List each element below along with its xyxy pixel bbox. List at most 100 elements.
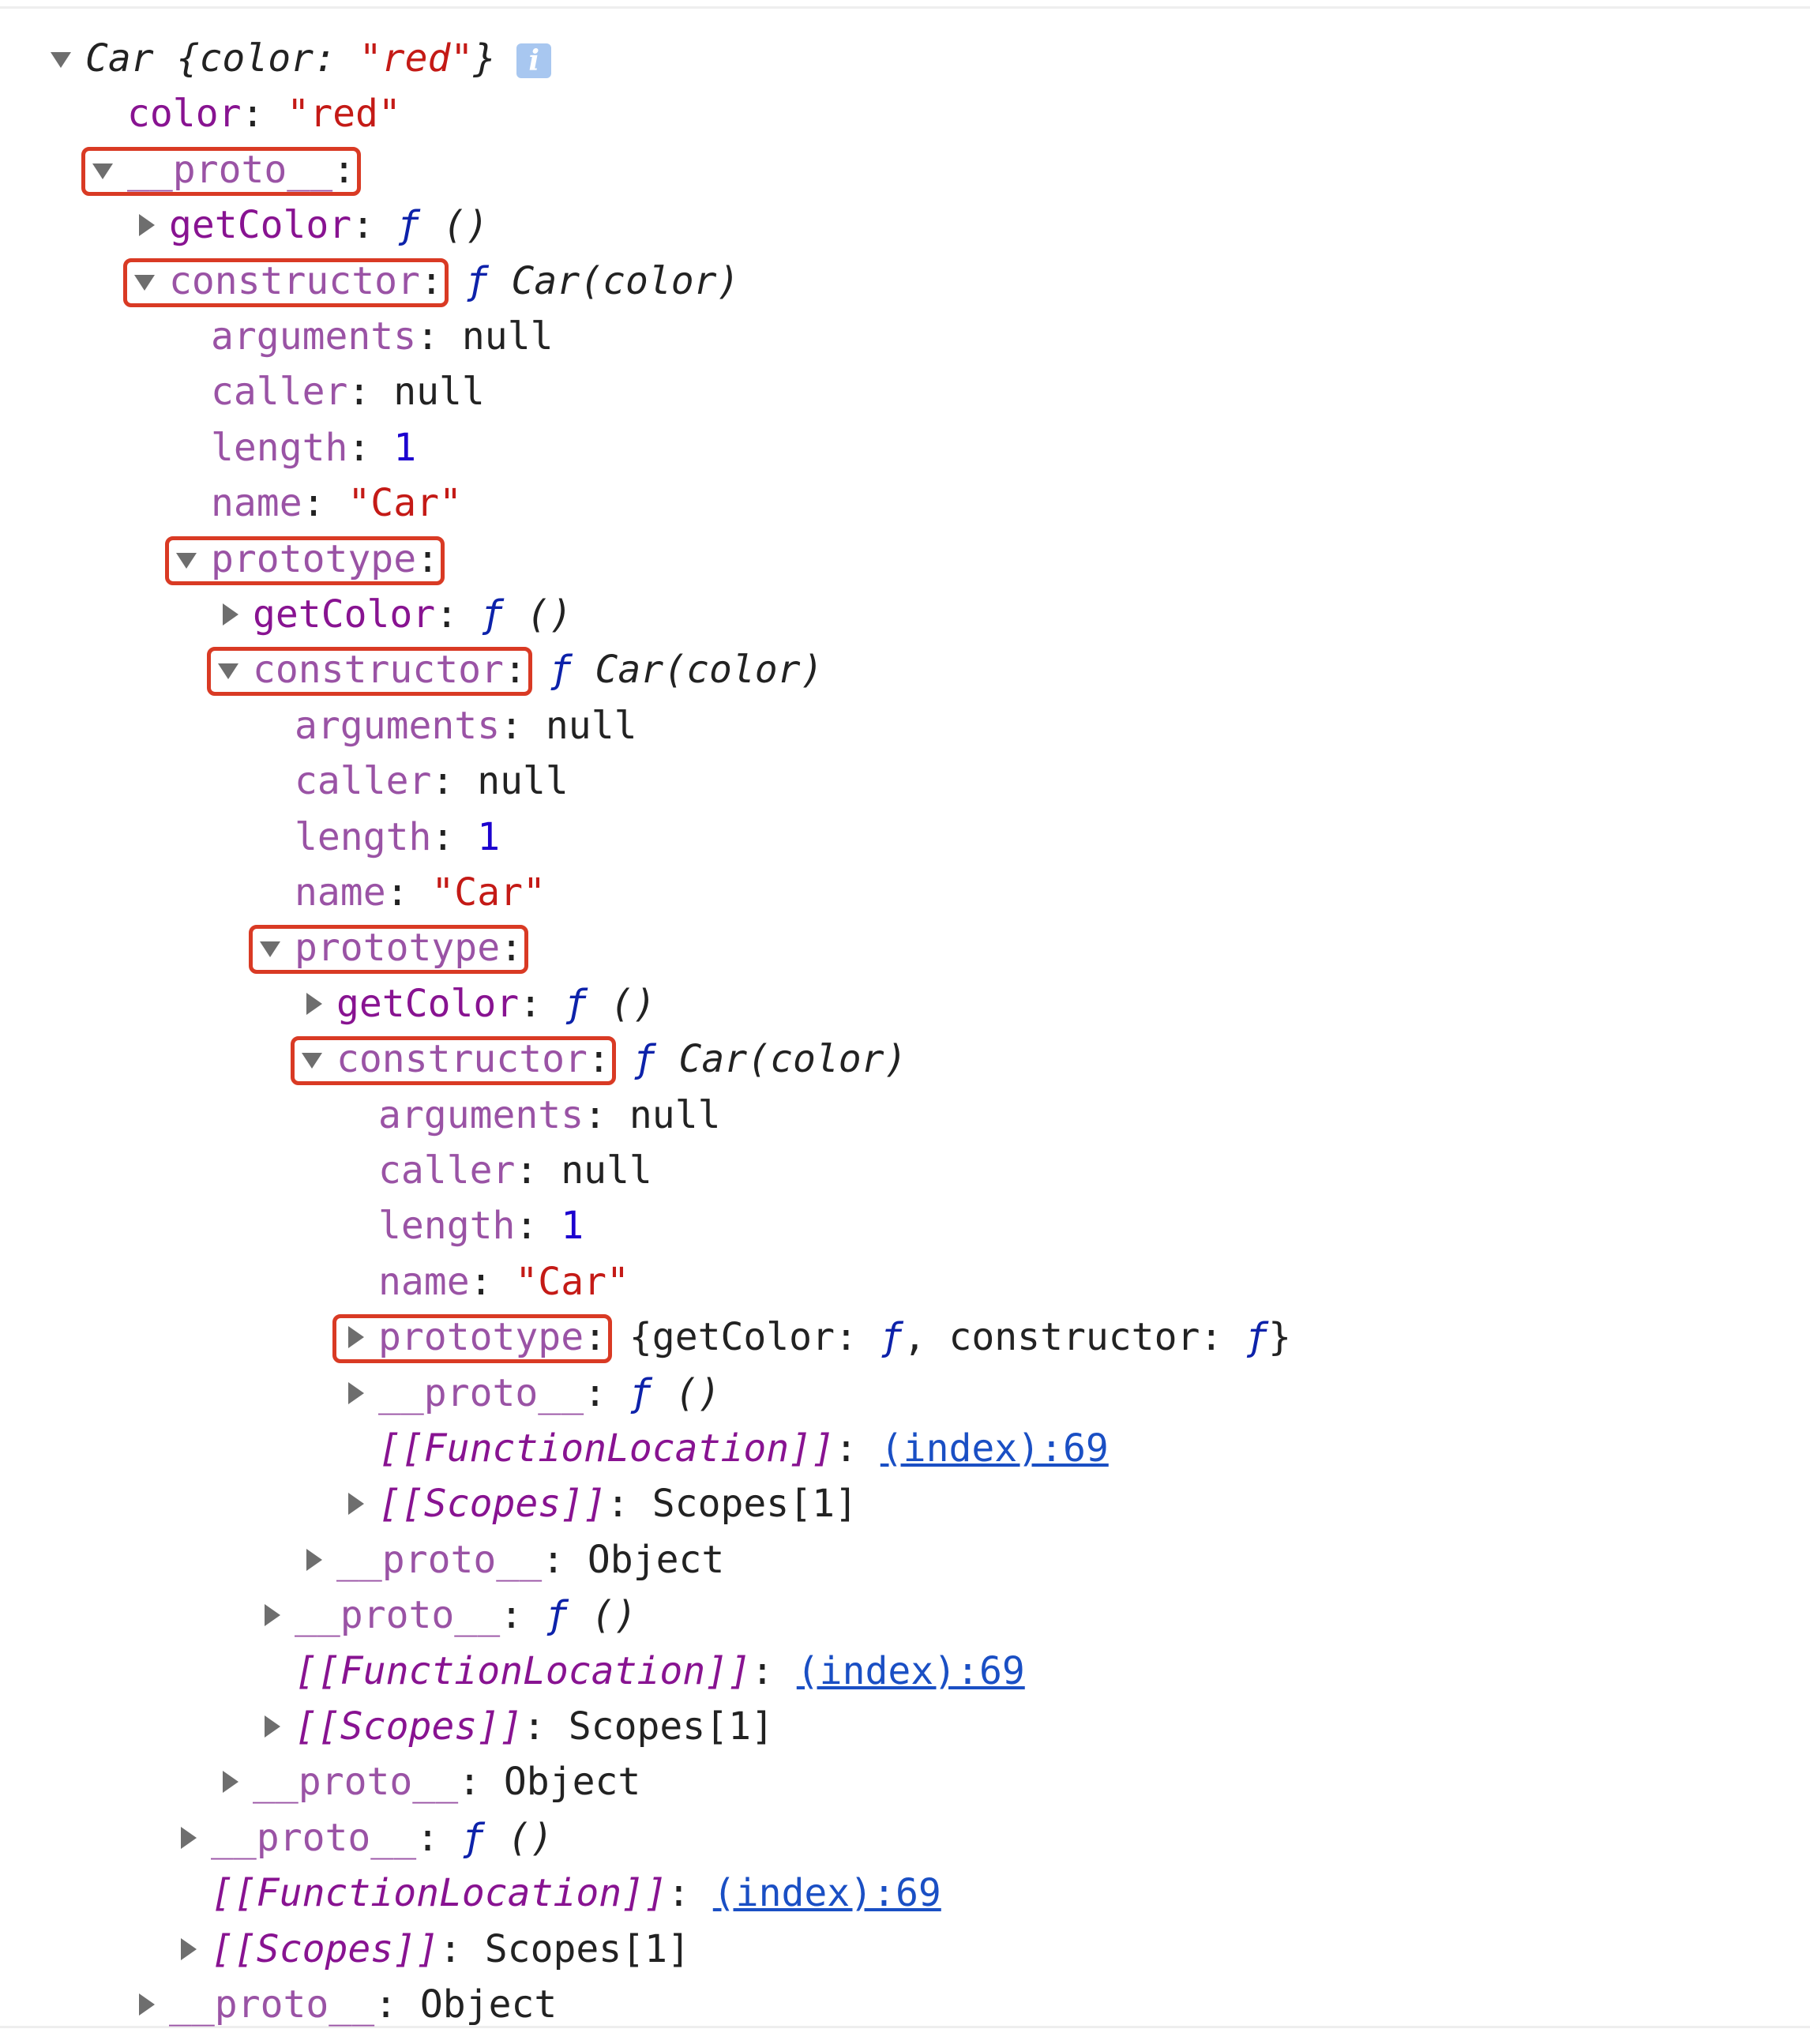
tree-row-text: Car(color) bbox=[572, 648, 824, 693]
tree-row-text: [[Scopes]] bbox=[378, 1482, 606, 1527]
tree-row-text: __proto__ bbox=[253, 1760, 459, 1805]
collapsed-triangle-icon[interactable] bbox=[173, 1923, 205, 1975]
function-location-link[interactable]: (index):69 bbox=[796, 1648, 1025, 1693]
tree-row-text: : null bbox=[515, 1148, 652, 1193]
tree-row-text: caller bbox=[211, 370, 348, 415]
tree-row: caller: null bbox=[211, 366, 485, 418]
tree-row-text: __proto__ bbox=[211, 1815, 417, 1860]
tree-row-text: 1 bbox=[561, 1204, 584, 1249]
tree-row[interactable]: constructor: ƒ Car(color) bbox=[302, 1033, 907, 1085]
tree-row-text: arguments bbox=[295, 703, 501, 748]
collapsed-triangle-icon[interactable] bbox=[299, 1534, 330, 1586]
tree-row: length: 1 bbox=[211, 422, 416, 474]
tree-row-text: : Scopes[1] bbox=[606, 1482, 858, 1527]
expanded-triangle-icon[interactable] bbox=[257, 922, 288, 974]
expanded-triangle-icon[interactable] bbox=[173, 533, 205, 585]
tree-row-text: : bbox=[351, 203, 397, 248]
collapsed-triangle-icon[interactable] bbox=[340, 1311, 372, 1363]
tree-row-text: name bbox=[295, 870, 386, 915]
tree-row-text: : bbox=[750, 1648, 797, 1693]
tree-row[interactable]: __proto__: bbox=[92, 144, 355, 196]
tree-row[interactable]: prototype: {getColor: ƒ, constructor: ƒ} bbox=[348, 1311, 1291, 1363]
tree-row-text: : bbox=[416, 536, 439, 581]
tree-row: arguments: null bbox=[295, 700, 637, 752]
tree-row-text: length bbox=[211, 425, 348, 470]
tree-row-text: [[FunctionLocation]] bbox=[211, 1871, 667, 1916]
collapsed-triangle-icon[interactable] bbox=[340, 1367, 372, 1419]
collapsed-triangle-icon[interactable] bbox=[131, 1978, 163, 2031]
collapsed-triangle-icon[interactable] bbox=[215, 588, 246, 641]
tree-row-text: __proto__ bbox=[295, 1593, 501, 1638]
tree-row-text: prototype bbox=[295, 926, 501, 971]
tree-row[interactable]: getColor: ƒ () bbox=[139, 199, 489, 251]
tree-row-text: : Object bbox=[458, 1760, 641, 1805]
tree-row-text: arguments bbox=[211, 314, 417, 359]
tree-row-text: : bbox=[431, 814, 478, 859]
tree-row-text: : bbox=[347, 425, 394, 470]
expanded-triangle-icon[interactable] bbox=[89, 144, 121, 196]
tree-row-text: : Object bbox=[374, 1982, 558, 2027]
tree-row-text: : bbox=[241, 92, 287, 137]
tree-row-text: : bbox=[503, 648, 550, 693]
tree-row-text: Car(color) bbox=[488, 258, 740, 303]
tree-row[interactable]: getColor: ƒ () bbox=[223, 588, 573, 641]
tree-row-text: : bbox=[419, 258, 466, 303]
tree-row-text: "red" bbox=[359, 36, 474, 81]
function-location-link[interactable]: (index):69 bbox=[880, 1426, 1109, 1471]
tree-row-text: 1 bbox=[393, 425, 417, 470]
tree-row-text: : null bbox=[584, 1092, 721, 1137]
tree-row-text: getColor bbox=[253, 592, 436, 637]
tree-row: length: 1 bbox=[378, 1200, 584, 1252]
tree-row-text: __proto__ bbox=[169, 1982, 375, 2027]
tree-row-text: name bbox=[211, 481, 302, 526]
tree-row[interactable]: __proto__: ƒ () bbox=[348, 1367, 721, 1419]
tree-row[interactable]: getColor: ƒ () bbox=[306, 978, 656, 1030]
tree-row[interactable]: prototype: bbox=[176, 533, 439, 585]
tree-row-text: () bbox=[503, 592, 573, 637]
tree-row[interactable]: __proto__: ƒ () bbox=[265, 1589, 637, 1641]
tree-row-text: ƒ bbox=[564, 981, 588, 1026]
tree-row[interactable]: Car {color: "red"}i bbox=[51, 32, 552, 85]
tree-row[interactable]: [[Scopes]]: Scopes[1] bbox=[348, 1478, 858, 1530]
function-location-link[interactable]: (index):69 bbox=[712, 1871, 941, 1916]
collapsed-triangle-icon[interactable] bbox=[257, 1700, 288, 1753]
tree-row: arguments: null bbox=[378, 1089, 720, 1141]
tree-row-text: } bbox=[1268, 1315, 1291, 1360]
tree-row-text: ƒ bbox=[465, 258, 489, 303]
tree-row-text: [[FunctionLocation]] bbox=[295, 1648, 751, 1693]
tree-row[interactable]: __proto__: ƒ () bbox=[181, 1812, 554, 1864]
collapsed-triangle-icon[interactable] bbox=[215, 1756, 246, 1808]
expanded-triangle-icon[interactable] bbox=[47, 32, 79, 85]
tree-row-text: ƒ bbox=[480, 592, 504, 637]
tree-row[interactable]: constructor: ƒ Car(color) bbox=[218, 644, 824, 696]
tree-row[interactable]: [[Scopes]]: Scopes[1] bbox=[181, 1923, 690, 1975]
tree-row-text: __proto__ bbox=[378, 1370, 584, 1415]
tree-row[interactable]: __proto__: Object bbox=[306, 1534, 724, 1586]
tree-row-text: : bbox=[332, 147, 355, 192]
tree-row-text: constructor bbox=[336, 1037, 588, 1082]
info-icon[interactable]: i bbox=[516, 43, 552, 78]
expanded-triangle-icon[interactable] bbox=[131, 255, 163, 307]
tree-row-text: : Scopes[1] bbox=[438, 1926, 690, 1971]
collapsed-triangle-icon[interactable] bbox=[131, 199, 163, 251]
tree-row-text: ƒ bbox=[545, 1593, 569, 1638]
tree-row[interactable]: constructor: ƒ Car(color) bbox=[134, 255, 740, 307]
tree-row-text: ƒ bbox=[633, 1037, 656, 1082]
tree-row-text: 1 bbox=[477, 814, 501, 859]
collapsed-triangle-icon[interactable] bbox=[340, 1478, 372, 1530]
expanded-triangle-icon[interactable] bbox=[299, 1033, 330, 1085]
collapsed-triangle-icon[interactable] bbox=[257, 1589, 288, 1641]
tree-row-text: : bbox=[667, 1871, 713, 1916]
tree-row-text: getColor bbox=[336, 981, 520, 1026]
tree-row[interactable]: __proto__: Object bbox=[139, 1978, 558, 2031]
tree-row[interactable]: prototype: bbox=[260, 922, 523, 974]
tree-row-text: () bbox=[419, 203, 489, 248]
tree-row-text: () bbox=[484, 1815, 554, 1860]
collapsed-triangle-icon[interactable] bbox=[173, 1812, 205, 1864]
tree-row[interactable]: [[Scopes]]: Scopes[1] bbox=[265, 1700, 774, 1753]
tree-row-text: : bbox=[519, 981, 565, 1026]
collapsed-triangle-icon[interactable] bbox=[299, 978, 330, 1030]
expanded-triangle-icon[interactable] bbox=[215, 644, 246, 696]
tree-row-text: : null bbox=[416, 314, 554, 359]
tree-row[interactable]: __proto__: Object bbox=[223, 1756, 641, 1808]
